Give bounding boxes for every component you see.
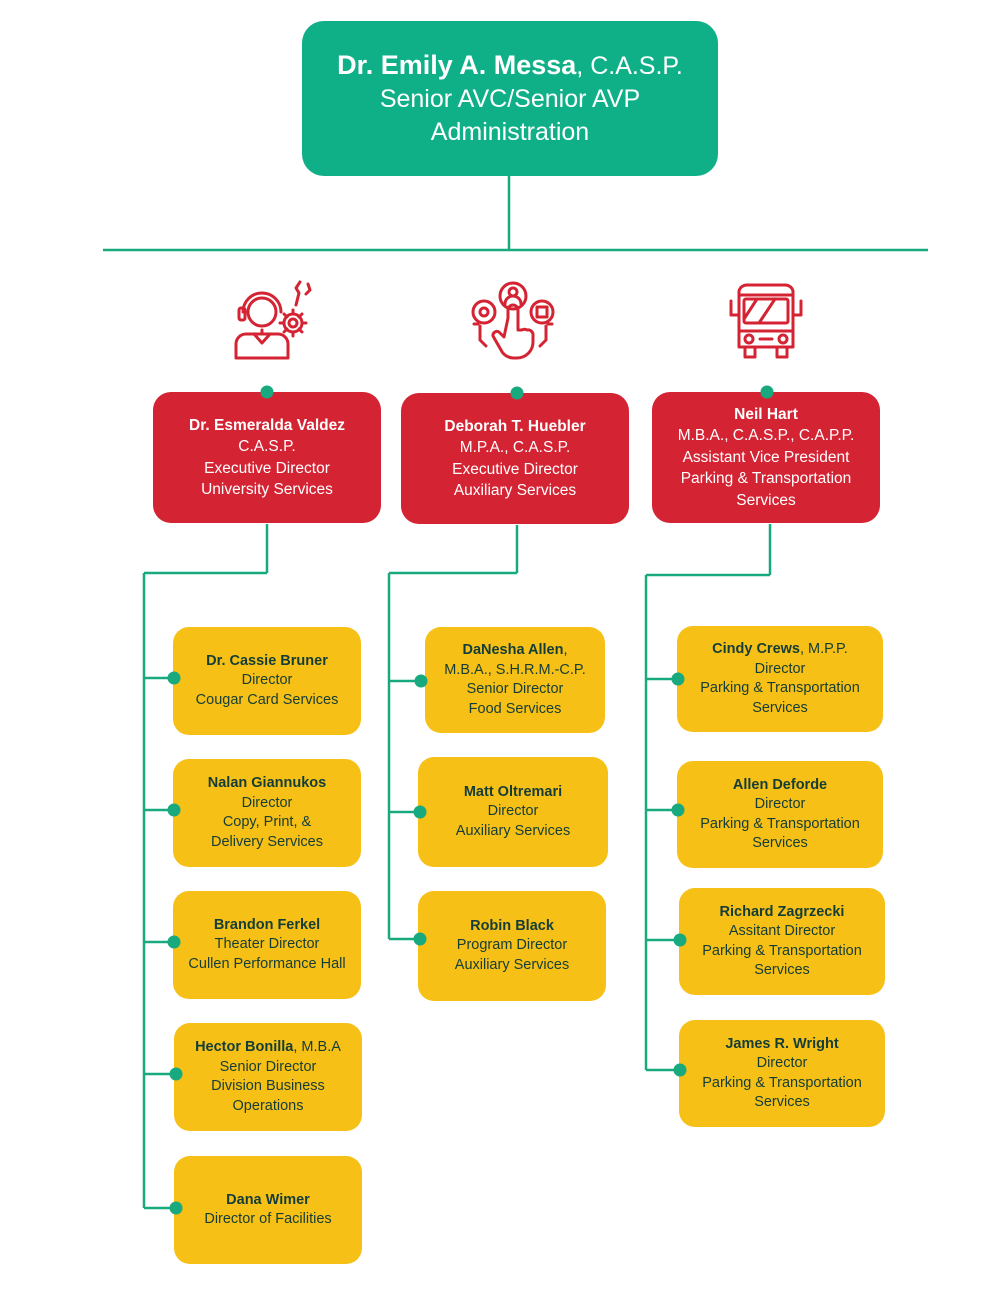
report-line: Assitant Director [728, 923, 836, 939]
column-head-university-services: Dr. Esmeralda Valdez C.A.S.P. Executive … [153, 392, 381, 523]
top-title: Senior AVC/Senior AVP [379, 84, 641, 113]
hand-touch-services-icon [471, 281, 555, 360]
report-name: Dana Wimer [226, 1191, 310, 1208]
head-line: University Services [201, 481, 333, 498]
report-line: Parking & Transportation [700, 680, 860, 696]
support-technician-gear-icon [234, 280, 312, 360]
report-line: M.B.A., S.H.R.M.-C.P. [444, 661, 586, 678]
report-name: Brandon Ferkel [213, 916, 321, 933]
report-line: Theater Director [214, 936, 320, 953]
report-name: Dr. Cassie Bruner [206, 652, 328, 669]
report-box: Robin Black Program Director Auxiliary S… [418, 891, 606, 1001]
report-line: Services [754, 962, 810, 978]
report-line: Director [241, 672, 293, 689]
report-name-line: Cindy Crews, M.P.P. [712, 640, 848, 660]
top-name-line: Dr. Emily A. Messa, C.A.S.P. [337, 49, 683, 83]
head-line: Auxiliary Services [453, 482, 577, 499]
report-line: Director [756, 1055, 808, 1071]
head-line: Services [736, 491, 796, 509]
report-line: Cougar Card Services [195, 691, 339, 708]
head-line: M.B.A., C.A.S.P., C.A.P.P. [677, 427, 855, 445]
report-line: Services [752, 699, 808, 716]
head-name: Dr. Esmeralda Valdez [189, 416, 345, 434]
report-line: Division Business [211, 1078, 325, 1094]
report-box: Richard Zagrzecki Assitant Director Park… [679, 888, 885, 995]
report-box: James R. Wright Director Parking & Trans… [679, 1020, 885, 1127]
report-name: Cindy Crews [712, 641, 800, 657]
report-line: Senior Director [219, 1058, 317, 1075]
report-name: Richard Zagrzecki [719, 903, 845, 920]
report-name: Robin Black [470, 917, 554, 934]
report-line: Director [754, 660, 806, 677]
column-head-auxiliary-services: Deborah T. Huebler M.P.A., C.A.S.P. Exec… [401, 393, 629, 524]
report-line: Director [241, 794, 293, 811]
report-line: Program Director [456, 937, 568, 954]
head-line: Assistant Vice President [682, 448, 850, 466]
report-box: Matt Oltremari Director Auxiliary Servic… [418, 757, 608, 867]
report-line: Services [752, 835, 808, 851]
head-name: Neil Hart [734, 405, 798, 423]
report-line: Operations [232, 1097, 304, 1114]
report-box: Allen Deforde Director Parking & Transpo… [677, 761, 883, 868]
top-department: Administration [430, 117, 590, 146]
report-name-line: Hector Bonilla, M.B.A [195, 1038, 341, 1058]
column-head-parking-transportation: Neil Hart M.B.A., C.A.S.P., C.A.P.P. Ass… [652, 392, 880, 523]
head-line: C.A.S.P. [238, 438, 296, 455]
report-box: Brandon Ferkel Theater Director Cullen P… [173, 891, 361, 999]
director-box-top: Dr. Emily A. Messa, C.A.S.P. Senior AVC/… [302, 21, 718, 176]
head-line: Executive Director [452, 460, 578, 478]
report-name: Matt Oltremari [463, 783, 563, 800]
report-line: Cullen Performance Hall [188, 955, 346, 972]
head-name: Deborah T. Huebler [444, 417, 586, 435]
report-line: Delivery Services [211, 833, 323, 850]
head-line: Executive Director [204, 459, 330, 477]
top-credentials: , C.A.S.P. [576, 51, 683, 80]
report-box: DaNesha Allen, M.B.A., S.H.R.M.-C.P. Sen… [425, 627, 605, 733]
report-box: Dana Wimer Director of Facilities [174, 1156, 362, 1264]
head-line: M.P.A., C.A.S.P. [459, 439, 571, 456]
report-name: Hector Bonilla [195, 1039, 294, 1055]
report-name: James R. Wright [725, 1035, 839, 1052]
report-line: Parking & Transportation [700, 815, 860, 832]
report-line: Parking & Transportation [702, 1074, 862, 1091]
report-box: Dr. Cassie Bruner Director Cougar Card S… [173, 627, 361, 735]
report-credentials: , M.B.A [293, 1039, 341, 1055]
report-credentials: , M.P.P. [800, 641, 848, 657]
report-line: Auxiliary Services [454, 956, 570, 973]
report-box: Hector Bonilla, M.B.A Senior Director Di… [174, 1023, 362, 1131]
report-line: Director of Facilities [204, 1211, 332, 1227]
report-line: Director [754, 796, 806, 812]
report-credentials: , [563, 642, 568, 658]
report-line: Auxiliary Services [455, 822, 571, 839]
report-box: Nalan Giannukos Director Copy, Print, & … [173, 759, 361, 867]
report-line: Director [487, 803, 539, 820]
top-name: Dr. Emily A. Messa [337, 49, 577, 80]
report-line: Senior Director [466, 681, 564, 697]
report-name: Allen Deforde [732, 776, 828, 793]
report-line: Food Services [468, 700, 562, 717]
report-line: Parking & Transportation [702, 942, 862, 959]
report-box: Cindy Crews, M.P.P. Director Parking & T… [677, 626, 883, 732]
report-line: Services [754, 1094, 810, 1110]
head-line: Parking & Transportation [680, 470, 852, 488]
report-line: Copy, Print, & [222, 814, 312, 830]
report-name: DaNesha Allen [462, 642, 564, 658]
report-name-line: DaNesha Allen, [462, 641, 567, 661]
bus-icon [729, 283, 803, 359]
report-name: Nalan Giannukos [207, 775, 327, 791]
